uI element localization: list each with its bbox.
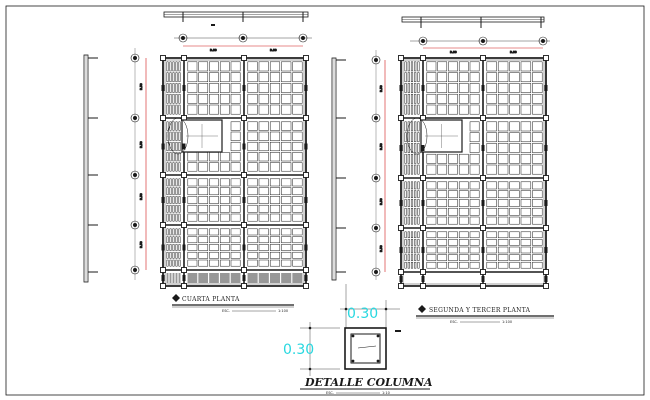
plan-scale-prefix-left: ESC. — [222, 309, 230, 313]
svg-text:3.50: 3.50 — [139, 193, 143, 200]
svg-text:3.80: 3.80 — [510, 50, 517, 54]
plan-scale-left: 1:100 — [278, 309, 288, 313]
top-axis-markers-left: 3.80 3.80 — [174, 33, 312, 53]
svg-text:3.50: 3.50 — [379, 143, 383, 150]
slab-plan-left — [160, 55, 309, 289]
svg-text:3.50: 3.50 — [139, 141, 143, 148]
column-scale-prefix: ESC. — [326, 391, 334, 395]
svg-text:3.80: 3.80 — [210, 48, 217, 52]
column-scale: 1:10 — [382, 391, 390, 395]
left-axis-markers-left: 3.50 3.50 3.50 3.50 — [130, 48, 147, 280]
svg-text:3.80: 3.80 — [270, 48, 277, 52]
svg-text:3.50: 3.50 — [379, 198, 383, 205]
slab-plan-right — [398, 55, 549, 289]
side-elevation-left — [83, 54, 98, 283]
plan-label-right: SEGUNDA Y TERCER PLANTA ESC. 1:100 — [416, 305, 554, 324]
plan-cuarta-planta: 3.80 3.80 3.50 3.50 3.50 3.50 — [83, 11, 312, 313]
svg-text:3.50: 3.50 — [139, 241, 143, 248]
plan-title-right: SEGUNDA Y TERCER PLANTA — [429, 307, 531, 314]
top-elevation-left — [163, 11, 309, 26]
svg-text:3.50: 3.50 — [379, 245, 383, 252]
column-detail: 0.30 0.30 DETALLE COLUMNA ESC. 1:10 — [283, 284, 433, 395]
plan-scale-prefix-right: ESC. — [450, 320, 458, 324]
column-detail-title: DETALLE COLUMNA — [304, 376, 433, 389]
svg-text:3.50: 3.50 — [379, 85, 383, 92]
svg-text:3.80: 3.80 — [450, 50, 457, 54]
column-dim-horizontal: 0.30 — [347, 306, 378, 322]
side-elevation-right — [331, 57, 346, 281]
column-section — [344, 327, 387, 370]
plan-scale-right: 1:100 — [502, 320, 512, 324]
plan-title-left: CUARTA PLANTA — [182, 296, 240, 303]
svg-text:3.50: 3.50 — [139, 83, 143, 90]
top-axis-markers-right: 3.80 3.80 — [410, 36, 550, 55]
left-axis-markers-right: 3.50 3.50 3.50 3.50 — [371, 50, 386, 280]
top-elevation-right — [401, 16, 545, 28]
plan-label-left: CUARTA PLANTA ESC. 1:100 — [172, 294, 294, 313]
drawing-frame — [5, 5, 645, 396]
column-dim-vertical: 0.30 — [283, 342, 314, 358]
plan-segunda-tercer-planta: 3.80 3.80 3.50 3.50 3.50 3.50 — [331, 16, 554, 324]
